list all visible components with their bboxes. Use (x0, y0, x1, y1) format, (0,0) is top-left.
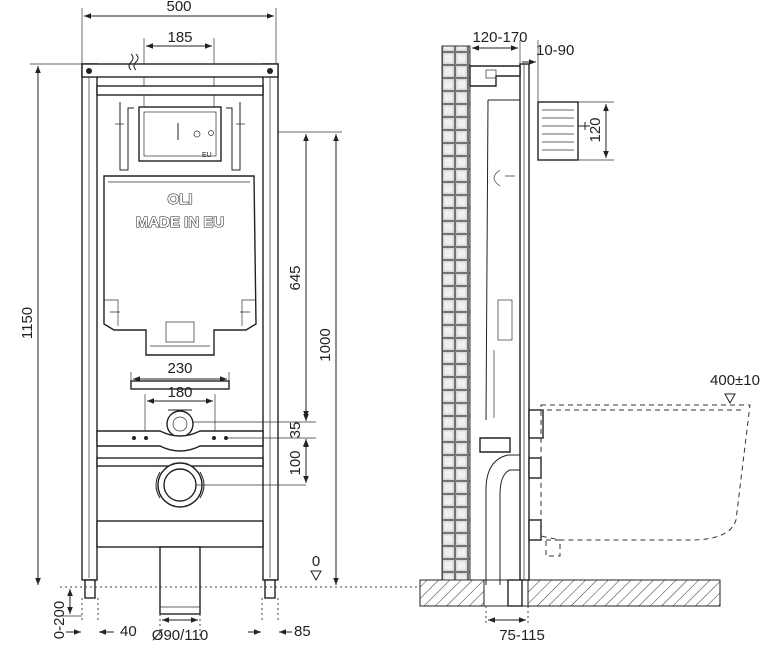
dim-wall-distance: 120-170 (472, 29, 528, 64)
water-inlet-icon (128, 53, 139, 71)
label-foot-width: 40 (120, 623, 137, 640)
cistern-body: OLI MADE IN EU (103, 175, 257, 356)
drain-pipe (159, 546, 201, 615)
label-outlet-spacing-inner: 180 (167, 384, 192, 401)
cistern-label-line1: OLI (168, 191, 193, 208)
dim-inlet-height: 120 (578, 101, 614, 161)
bowl-support-upper (528, 409, 544, 439)
label-inlet-offset: 35 (287, 422, 304, 439)
foot-right (264, 579, 276, 599)
dim-upper-height: 645 (278, 131, 342, 418)
label-drain-offset: 100 (287, 450, 304, 475)
dim-inlet-depth: 10-90 (522, 40, 574, 102)
label-outlet-height: 1000 (317, 328, 334, 361)
label-wall-distance: 120-170 (472, 29, 527, 46)
frame-bottom-rail (96, 520, 264, 548)
wall-bracket (469, 65, 521, 87)
label-outlet-spacing-outer: 230 (167, 360, 192, 377)
dim-foot-width: 40 (66, 623, 137, 640)
label-upper-height: 645 (287, 265, 304, 290)
front-view: 500 185 EU (19, 0, 420, 644)
label-floor-level: 0 (312, 553, 320, 570)
side-view: 120-170 10-90 120 400±10 (419, 29, 760, 644)
label-drain-depth: 75-115 (499, 627, 545, 644)
label-bowl-height: 400±10 (710, 372, 760, 389)
dim-foot-range: 0-200 (51, 589, 82, 639)
bowl-mounting-plate (96, 430, 264, 452)
dim-outlet-spacing-inner: 180 (144, 384, 216, 432)
drain-bend (485, 454, 520, 585)
brick-wall (441, 45, 471, 581)
dim-foot-offset: 85 (248, 623, 311, 640)
label-foot-offset: 85 (294, 623, 311, 640)
dim-pipe-diameter: Ø90/110 (152, 617, 208, 644)
dim-inlet-offset: 35 (192, 412, 316, 448)
dim-bowl-height: 400±10 (710, 372, 760, 405)
dim-height-total: 1150 (19, 63, 82, 585)
floor-slab (419, 579, 721, 607)
dim-outlet-height: 1000 (317, 134, 339, 585)
label-height-total: 1150 (19, 307, 36, 339)
label-actuator-width: 185 (167, 29, 192, 46)
frame-upper-rail (96, 85, 264, 96)
cistern-label-line2: MADE IN EU (136, 214, 224, 231)
dim-drain-depth: 75-115 (485, 606, 545, 644)
label-pipe-diameter: Ø90/110 (152, 627, 208, 644)
frame-top-rail (81, 63, 279, 78)
frame-right-upright (262, 63, 279, 581)
dim-outlet-spacing-outer: 230 (130, 360, 230, 386)
label-inlet-height: 120 (587, 117, 604, 142)
plate-mark: EU (202, 152, 212, 159)
label-foot-range: 0-200 (51, 601, 68, 639)
floor-level-marker: 0 (310, 553, 322, 582)
frame-left-upright (81, 63, 98, 581)
bolt-rail (130, 380, 230, 390)
dim-width-total: 500 (81, 0, 277, 68)
side-frame-upright (519, 63, 530, 581)
dim-drain-offset: 100 (287, 440, 309, 483)
cistern-side (485, 99, 520, 421)
label-inlet-depth: 10-90 (536, 42, 574, 59)
label-width-total: 500 (166, 0, 191, 15)
inlet-connector (479, 437, 511, 453)
wc-bowl-outline (540, 404, 751, 557)
inlet-valve (537, 101, 590, 161)
foot-left (84, 579, 96, 599)
actuator-plate: EU (115, 102, 245, 171)
flush-outlet (166, 410, 194, 438)
